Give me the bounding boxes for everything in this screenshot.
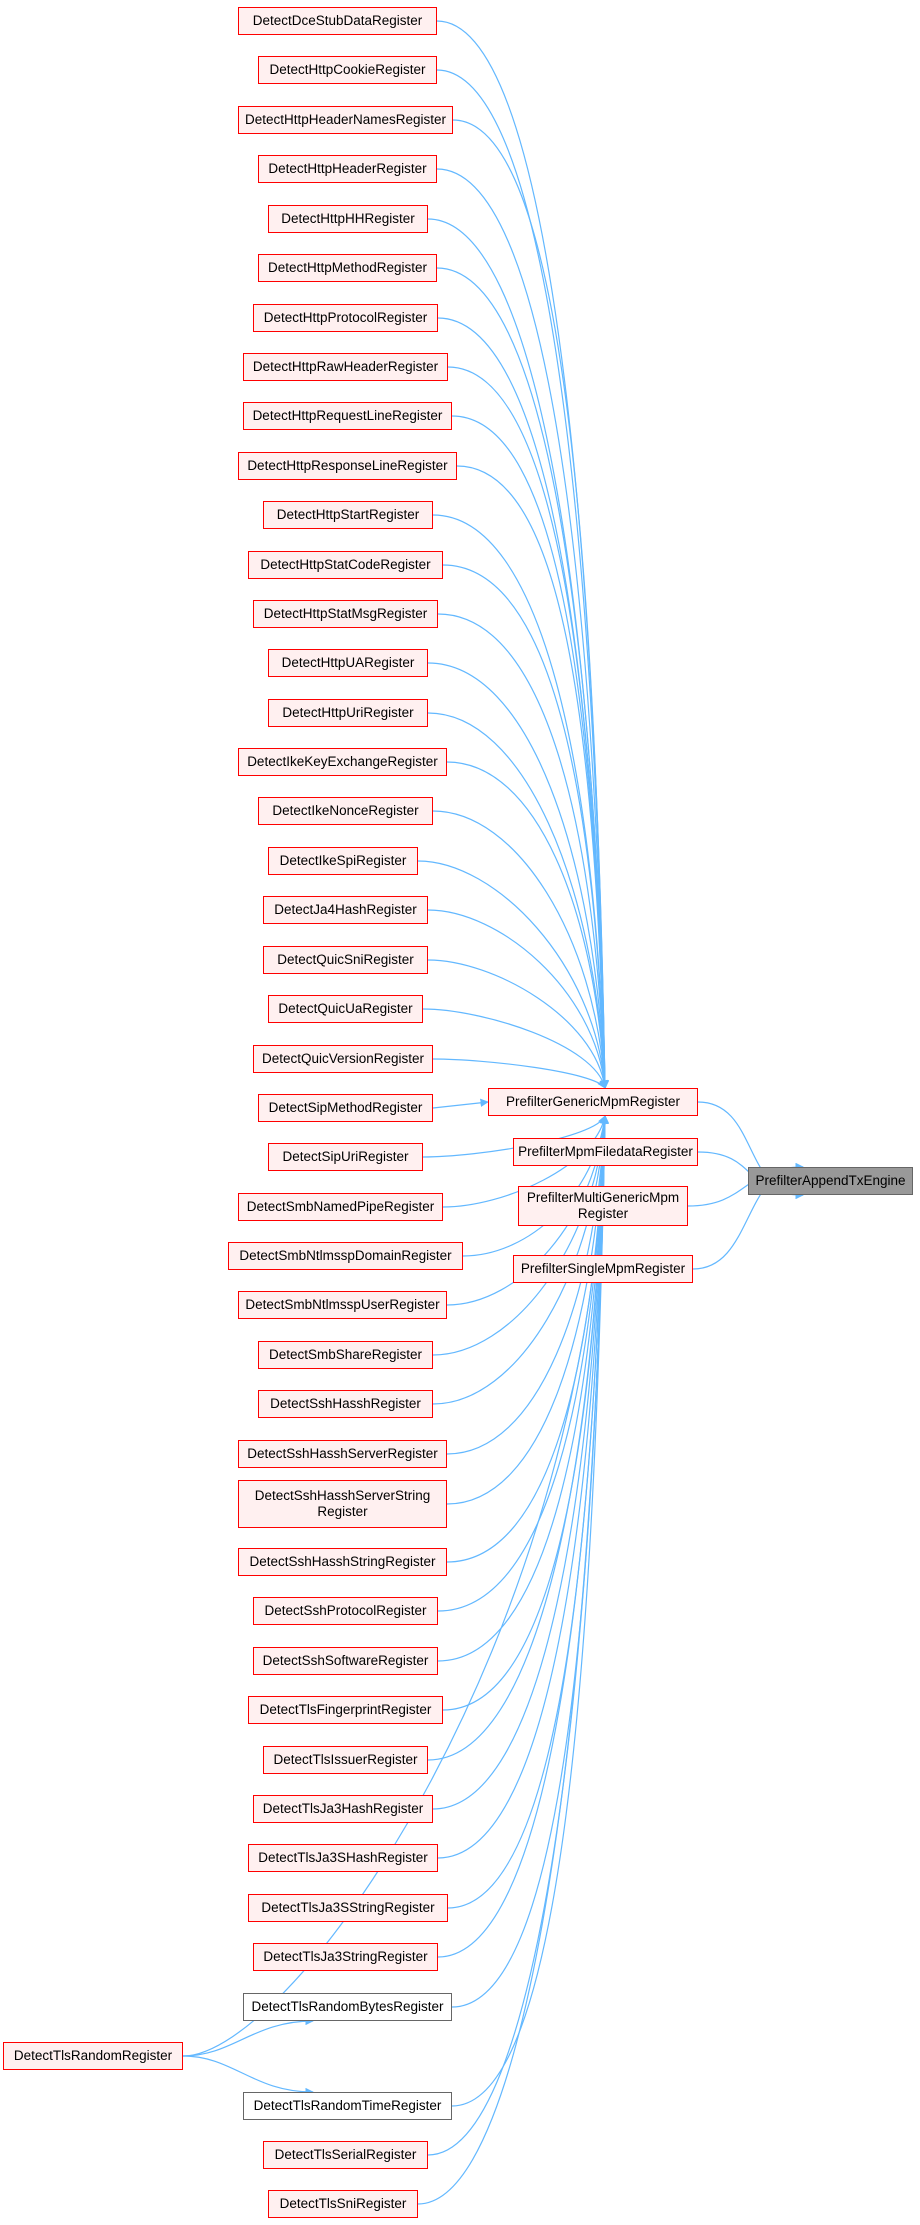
node-detect-ssh-hassh-string-register[interactable]: DetectSshHasshStringRegister [238,1548,447,1576]
node-detect-http-cookie-register[interactable]: DetectHttpCookieRegister [258,56,437,84]
edge-rand-to-pgm [182,1115,610,2057]
edge-n28-to-pgm [432,1115,609,1405]
node-prefilter-mpm-filedata-register[interactable]: PrefilterMpmFiledataRegister [513,1138,698,1166]
edge-n37-to-pgm [437,1115,610,1859]
node-detect-ssh-protocol-register[interactable]: DetectSshProtocolRegister [253,1597,438,1625]
node-prefilter-multi-generic-mpm-register[interactable]: PrefilterMultiGenericMpm Register [518,1186,688,1226]
node-detect-quic-version-register[interactable]: DetectQuicVersionRegister [253,1045,433,1073]
node-detect-ssh-hassh-register[interactable]: DetectSshHasshRegister [258,1390,433,1418]
edge-n24-to-pgm [442,1115,608,1208]
node-detect-tls-random-time-register[interactable]: DetectTlsRandomTimeRegister [243,2092,452,2120]
node-detect-smb-ntlmssp-user-register[interactable]: DetectSmbNtlmsspUserRegister [238,1291,447,1319]
edge-n16-to-pgm [432,810,609,1089]
edge-n21-to-pgm [432,1058,606,1089]
edge-n33-to-pgm [437,1115,609,1662]
edge-n13-to-pgm [427,662,609,1089]
node-detect-tls-fingerprint-register[interactable]: DetectTlsFingerprintRegister [248,1696,443,1724]
node-detect-tls-ja3-hash-register[interactable]: DetectTlsJa3HashRegister [253,1795,433,1823]
node-detect-smb-share-register[interactable]: DetectSmbShareRegister [258,1341,433,1369]
node-detect-http-uri-register[interactable]: DetectHttpUriRegister [268,699,428,727]
edge-n19-to-pgm [427,959,609,1089]
node-detect-ike-nonce-register[interactable]: DetectIkeNonceRegister [258,797,433,825]
node-detect-http-hhregister[interactable]: DetectHttpHHRegister [268,205,428,233]
edge-n20-to-pgm [422,1008,608,1089]
node-detect-dce-stub-data-register[interactable]: DetectDceStubDataRegister [238,7,437,35]
node-prefilter-append-tx-engine[interactable]: PrefilterAppendTxEngine [748,1167,913,1195]
edge-n3-to-pgm [436,168,610,1089]
edge-n17-to-pgm [417,860,609,1089]
edge-n18-to-pgm [427,909,609,1089]
node-detect-tls-issuer-register[interactable]: DetectTlsIssuerRegister [263,1746,428,1774]
node-detect-ike-key-exchange-register[interactable]: DetectIkeKeyExchangeRegister [238,748,447,776]
node-detect-ssh-software-register[interactable]: DetectSshSoftwareRegister [253,1647,438,1675]
edge-n14-to-pgm [427,712,609,1089]
edge-rand-to-n40 [182,2016,314,2057]
node-detect-http-header-names-register[interactable]: DetectHttpHeaderNamesRegister [238,106,453,134]
edge-n41-to-pgm [451,1115,610,2107]
node-detect-http-request-line-register[interactable]: DetectHttpRequestLineRegister [243,402,452,430]
edge-rand-to-n41 [182,2055,314,2097]
node-detect-http-stat-msg-register[interactable]: DetectHttpStatMsgRegister [253,600,438,628]
node-detect-ike-spi-register[interactable]: DetectIkeSpiRegister [268,847,418,875]
edge-n2-to-pgm [452,119,610,1089]
node-detect-quic-ua-register[interactable]: DetectQuicUaRegister [268,995,423,1023]
node-detect-http-protocol-register[interactable]: DetectHttpProtocolRegister [253,304,438,332]
node-detect-http-header-register[interactable]: DetectHttpHeaderRegister [258,155,437,183]
node-detect-smb-ntlmssp-domain-register[interactable]: DetectSmbNtlmsspDomainRegister [228,1242,463,1270]
node-detect-sip-uri-register[interactable]: DetectSipUriRegister [268,1143,423,1171]
node-detect-http-raw-header-register[interactable]: DetectHttpRawHeaderRegister [243,353,448,381]
node-detect-ssh-hassh-server-string-register[interactable]: DetectSshHasshServerString Register [238,1480,447,1528]
node-detect-tls-serial-register[interactable]: DetectTlsSerialRegister [263,2141,428,2169]
node-detect-tls-sni-register[interactable]: DetectTlsSniRegister [268,2190,418,2218]
node-detect-ja4-hash-register[interactable]: DetectJa4HashRegister [263,896,428,924]
edge-n9-to-pgm [456,465,609,1089]
edge-n43-to-pgm [417,1115,610,2205]
edge-n22-to-pgm [432,1098,489,1109]
node-detect-ssh-hassh-server-register[interactable]: DetectSshHasshServerRegister [238,1440,447,1468]
node-prefilter-generic-mpm-register[interactable]: PrefilterGenericMpmRegister [488,1088,698,1116]
edge-n12-to-pgm [437,613,609,1089]
node-detect-http-stat-code-register[interactable]: DetectHttpStatCodeRegister [248,551,443,579]
edge-n15-to-pgm [446,761,609,1089]
edge-n39-to-pgm [437,1115,610,1958]
edge-n11-to-pgm [442,564,609,1089]
node-detect-http-response-line-register[interactable]: DetectHttpResponseLineRegister [238,452,457,480]
node-detect-tls-ja3-sstring-register[interactable]: DetectTlsJa3SStringRegister [248,1894,448,1922]
node-detect-smb-named-pipe-register[interactable]: DetectSmbNamedPipeRegister [238,1193,443,1221]
node-detect-http-method-register[interactable]: DetectHttpMethodRegister [258,254,437,282]
node-detect-tls-random-register[interactable]: DetectTlsRandomRegister [3,2042,183,2070]
node-prefilter-single-mpm-register[interactable]: PrefilterSingleMpmRegister [513,1255,693,1283]
edge-n27-to-pgm [432,1115,609,1356]
node-detect-tls-ja3-shash-register[interactable]: DetectTlsJa3SHashRegister [248,1844,438,1872]
node-detect-http-uaregister[interactable]: DetectHttpUARegister [268,649,428,677]
node-detect-tls-ja3-string-register[interactable]: DetectTlsJa3StringRegister [253,1943,438,1971]
node-detect-http-start-register[interactable]: DetectHttpStartRegister [263,501,433,529]
node-detect-sip-method-register[interactable]: DetectSipMethodRegister [258,1094,433,1122]
node-detect-quic-sni-register[interactable]: DetectQuicSniRegister [263,946,428,974]
node-detect-tls-random-bytes-register[interactable]: DetectTlsRandomBytesRegister [243,1993,452,2021]
